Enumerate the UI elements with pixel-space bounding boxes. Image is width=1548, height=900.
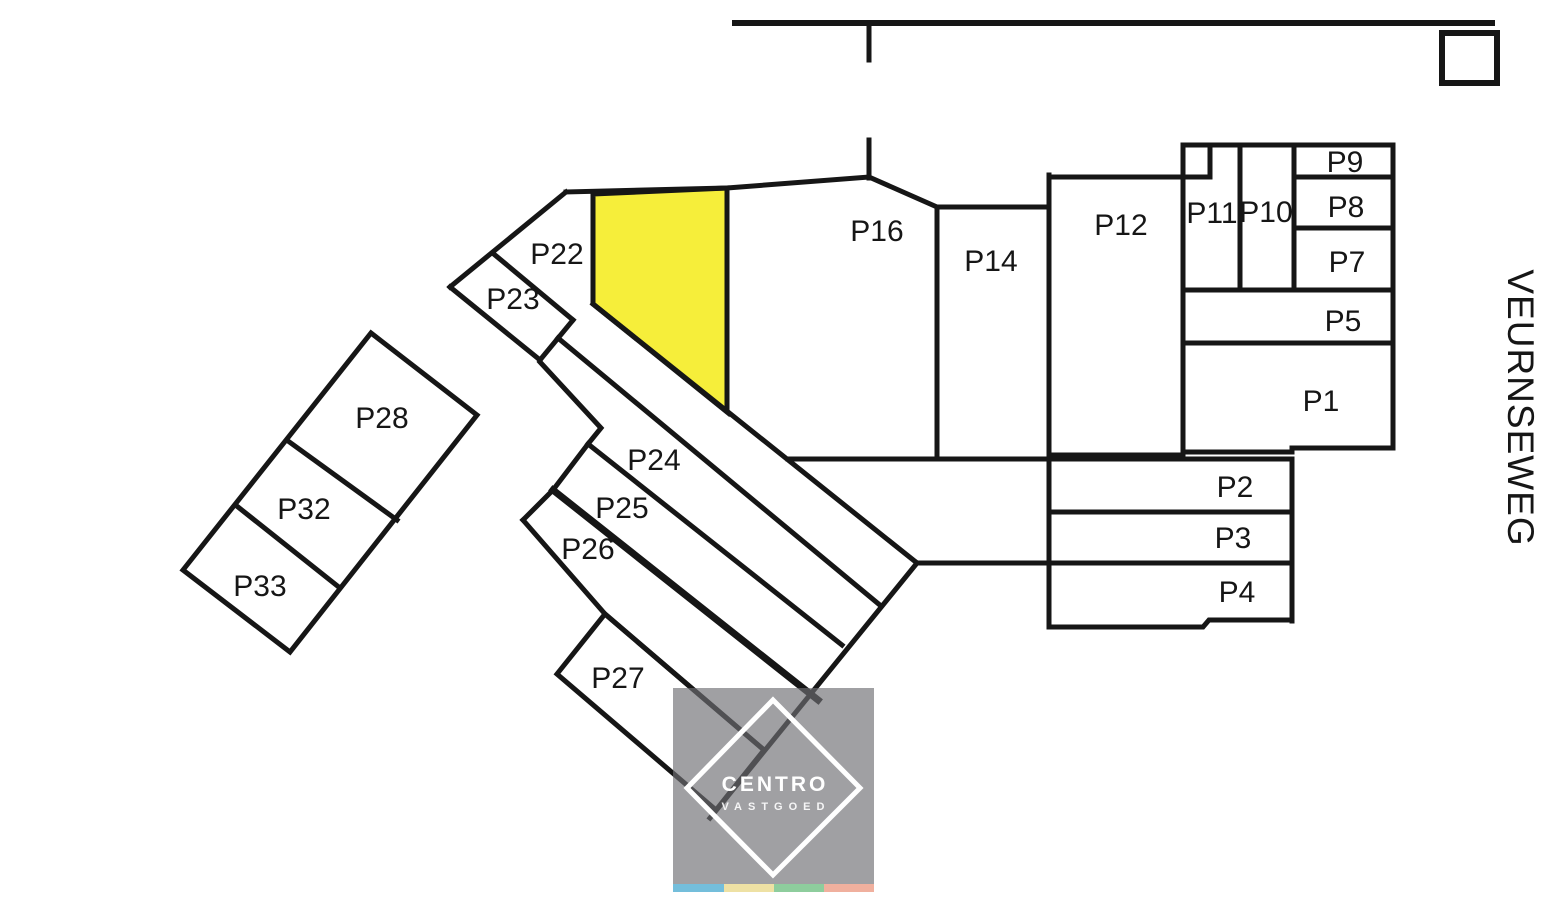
watermark-stripe-green xyxy=(774,884,824,892)
parcel-label-p3: P3 xyxy=(1215,522,1252,555)
boundary-p28-p32-divider xyxy=(284,437,401,524)
boundary-p22-p23-divider xyxy=(491,251,577,324)
parcel-label-p28: P28 xyxy=(355,402,408,435)
parcel-label-p4: P4 xyxy=(1219,576,1256,609)
watermark-stripe-yellow xyxy=(724,884,774,892)
boundary-east-block-outline xyxy=(1180,142,1396,455)
boundary-p12-top xyxy=(1046,142,1213,180)
boundary-north-edge xyxy=(563,174,941,211)
watermark-title: CENTRO xyxy=(722,773,829,796)
highlighted-parcel[interactable] xyxy=(590,185,730,418)
parcel-label-p9: P9 xyxy=(1327,146,1364,179)
parcel-label-p14: P14 xyxy=(964,245,1017,278)
parcel-label-p1: P1 xyxy=(1303,385,1340,418)
boundary-p22-northwest xyxy=(446,188,570,291)
parcel-label-p2: P2 xyxy=(1217,471,1254,504)
parcel-label-p27: P27 xyxy=(591,662,644,695)
watermark-subtitle: VASTGOED xyxy=(722,801,831,813)
parcel-label-p26: P26 xyxy=(561,533,614,566)
parcel-label-p32: P32 xyxy=(277,493,330,526)
boundary-p24-left-cap xyxy=(536,358,605,448)
parcel-label-p25: P25 xyxy=(595,492,648,525)
watermark-stripe-blue xyxy=(673,884,724,892)
parcel-label-p11: P11 xyxy=(1186,197,1237,230)
street-name-veurnseweg: VEURNSEWEG xyxy=(1500,269,1541,546)
boundary-p24-p25-divider xyxy=(584,440,846,649)
boundary-p1-bottom xyxy=(1180,445,1396,455)
parcel-label-p10: P10 xyxy=(1239,196,1292,229)
parcel-label-p12: P12 xyxy=(1094,209,1147,242)
parcel-label-p24: P24 xyxy=(627,444,680,477)
boundary-p4-bottom xyxy=(1047,617,1295,630)
parcel-label-p33: P33 xyxy=(233,570,286,603)
watermark: CENTRO VASTGOED xyxy=(673,688,874,892)
parcel-label-p16: P16 xyxy=(850,215,903,248)
boundary-p25-p26-divider xyxy=(548,485,823,705)
boundary-p32-p33-divider xyxy=(234,503,344,592)
boundary-p2-top-right xyxy=(1047,456,1295,624)
watermark-panel xyxy=(673,688,874,885)
watermark-stripe-salmon xyxy=(824,884,874,892)
boundary-p23-southwest xyxy=(446,283,544,364)
building-footprint xyxy=(1439,30,1500,86)
parcel-p28-block-outline xyxy=(179,329,481,656)
parcel-label-p23: P23 xyxy=(486,283,539,316)
boundary-p24-northeast xyxy=(554,334,885,610)
parcel-label-p5: P5 xyxy=(1325,305,1362,338)
parcel-label-p8: P8 xyxy=(1328,191,1365,224)
watermark-diamond-icon xyxy=(683,696,864,879)
parcel-label-p22: P22 xyxy=(530,238,583,271)
parcel-label-p7: P7 xyxy=(1329,246,1366,279)
